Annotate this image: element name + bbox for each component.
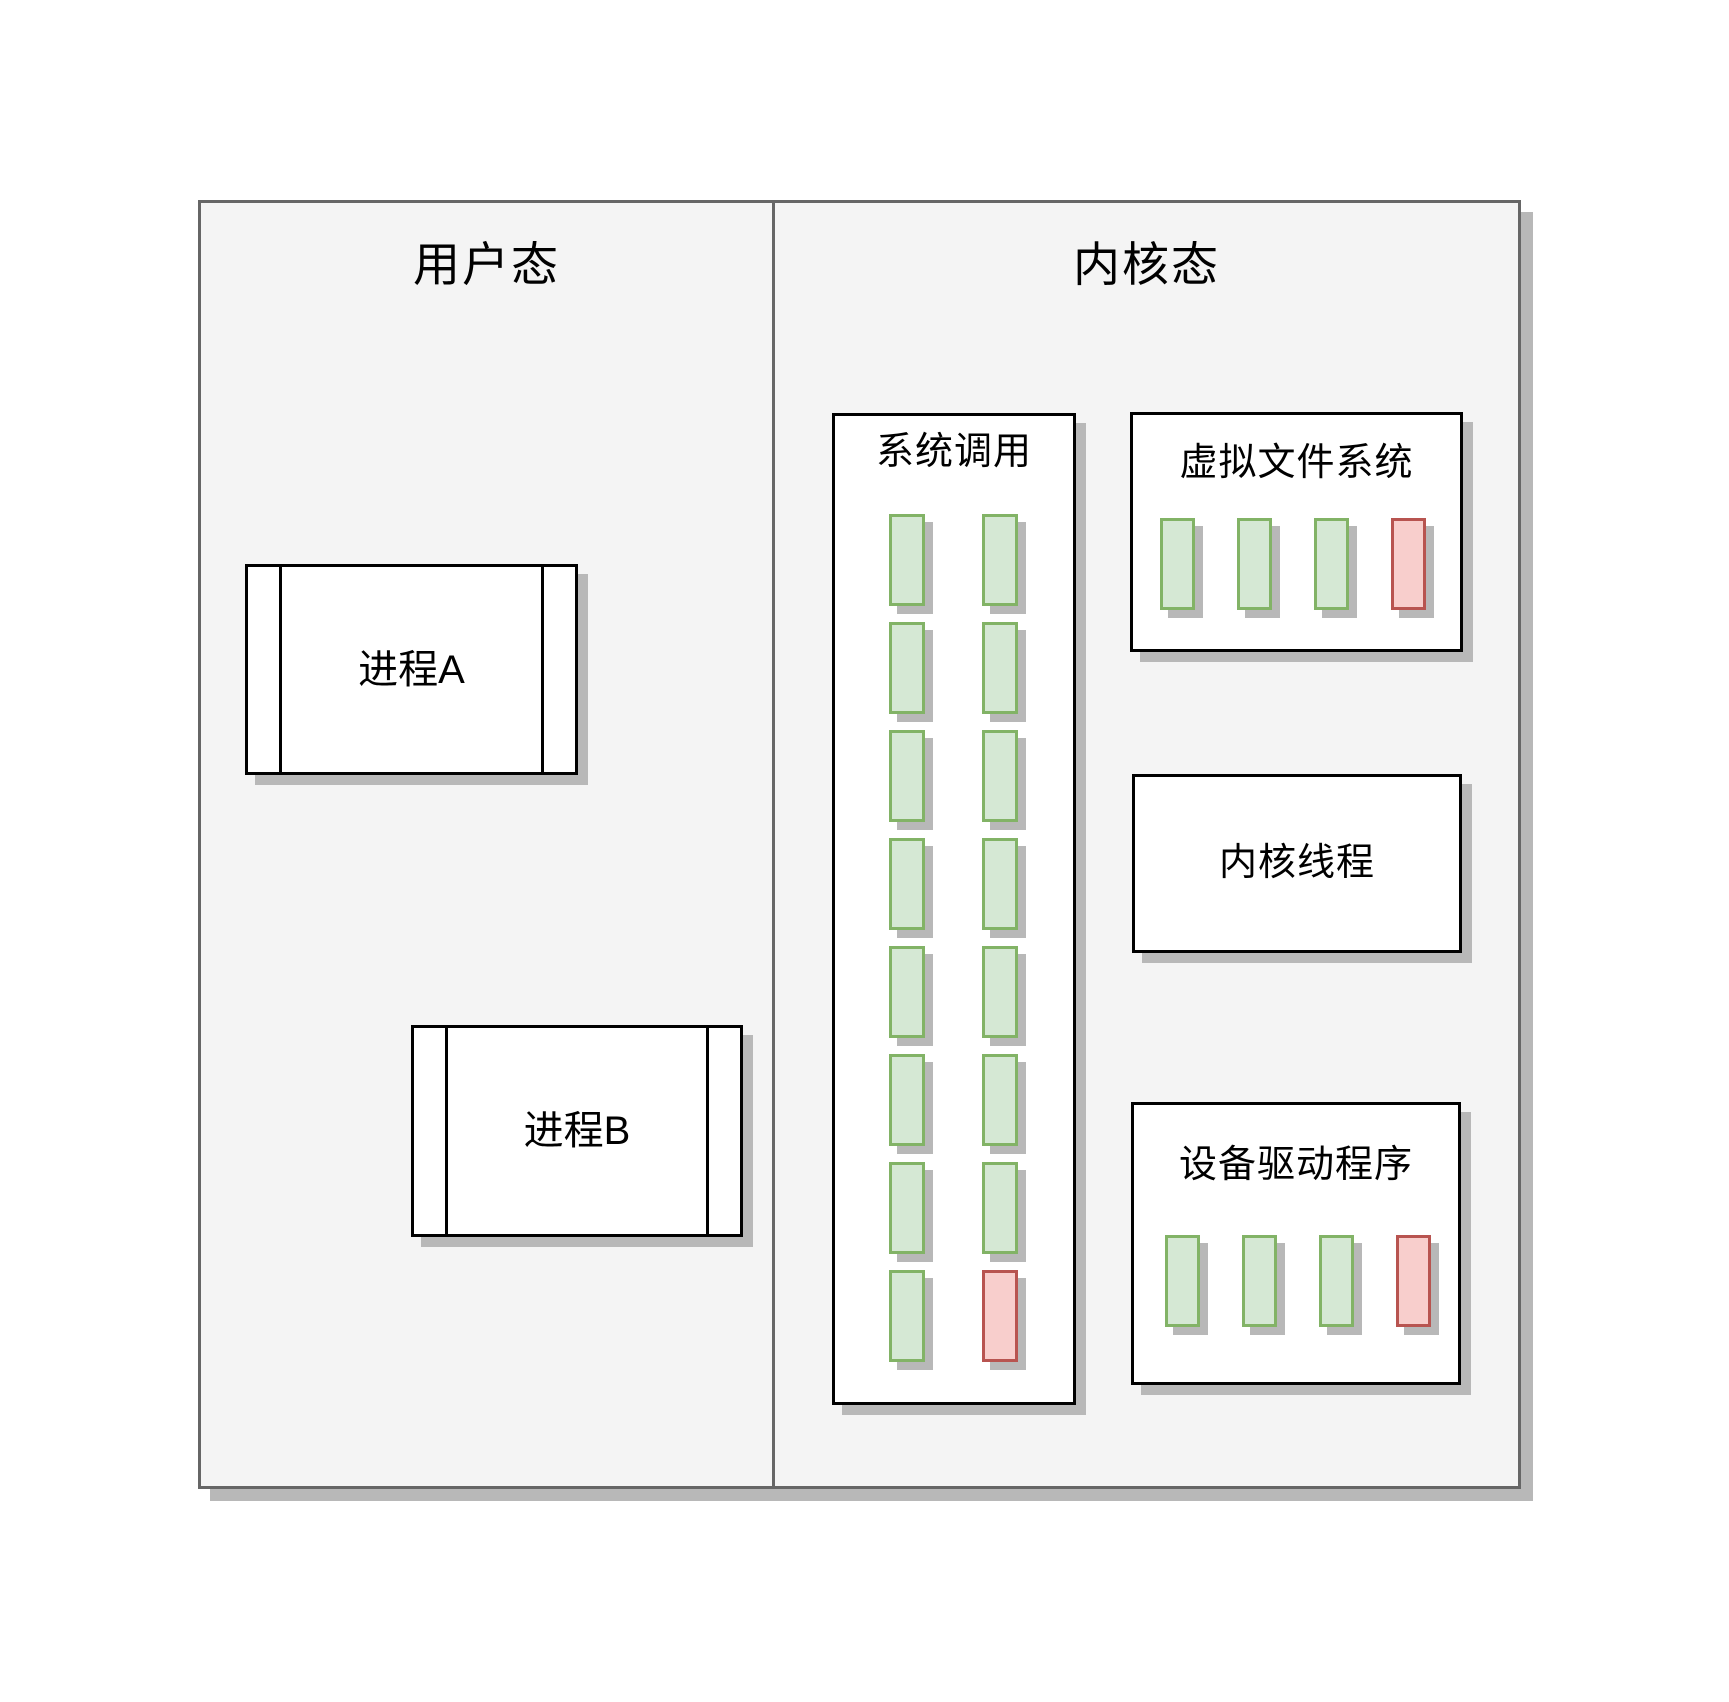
vfs-box: 虚拟文件系统 <box>1130 412 1463 652</box>
green-slot <box>982 1054 1018 1146</box>
kernel-mode-title: 内核态 <box>1073 238 1220 291</box>
green-slot <box>1160 518 1195 610</box>
green-slot <box>889 1270 925 1362</box>
green-slot <box>982 838 1018 930</box>
process-a-box: 进程A <box>245 564 578 775</box>
kernel-mode-panel: 内核态 系统调用 虚拟文件系统 内核线程 设备驱动程序 <box>775 203 1518 1486</box>
os-mode-frame: 用户态 进程A 进程B 内核态 系统调用 虚拟文件系统 <box>198 200 1521 1489</box>
process-inset-bar-left <box>279 567 282 772</box>
process-b-box: 进程B <box>411 1025 743 1237</box>
vfs-slot-row <box>1160 518 1426 610</box>
process-inset-bar-right <box>541 567 544 772</box>
green-slot <box>982 730 1018 822</box>
green-slot <box>889 946 925 1038</box>
green-slot <box>1237 518 1272 610</box>
green-slot <box>889 514 925 606</box>
syscall-slot-column-right <box>982 514 1018 1362</box>
syscall-slot-column-left <box>889 514 925 1362</box>
green-slot <box>1314 518 1349 610</box>
syscall-title: 系统调用 <box>875 431 1032 473</box>
device-driver-box: 设备驱动程序 <box>1131 1102 1461 1385</box>
process-a-label: 进程A <box>358 647 465 692</box>
vfs-title: 虚拟文件系统 <box>1179 442 1414 484</box>
device-driver-title: 设备驱动程序 <box>1178 1144 1413 1186</box>
green-slot <box>889 1162 925 1254</box>
green-slot <box>1165 1235 1200 1327</box>
red-slot <box>1396 1235 1431 1327</box>
process-b-label: 进程B <box>523 1109 631 1153</box>
kernel-thread-box: 内核线程 <box>1132 774 1462 953</box>
process-inset-bar-left <box>445 1028 448 1234</box>
green-slot <box>889 730 925 822</box>
kernel-thread-title: 内核线程 <box>1218 841 1375 884</box>
green-slot <box>889 838 925 930</box>
green-slot <box>1319 1235 1354 1327</box>
syscall-box: 系统调用 <box>832 413 1076 1405</box>
green-slot <box>982 514 1018 606</box>
green-slot <box>982 946 1018 1038</box>
green-slot <box>889 622 925 714</box>
device-driver-slot-row <box>1165 1235 1431 1327</box>
green-slot <box>982 622 1018 714</box>
user-mode-panel: 用户态 进程A 进程B <box>201 203 775 1486</box>
green-slot <box>889 1054 925 1146</box>
green-slot <box>1242 1235 1277 1327</box>
user-mode-title: 用户态 <box>413 238 560 291</box>
process-inset-bar-right <box>706 1028 709 1234</box>
green-slot <box>982 1162 1018 1254</box>
red-slot <box>982 1270 1018 1362</box>
red-slot <box>1391 518 1426 610</box>
